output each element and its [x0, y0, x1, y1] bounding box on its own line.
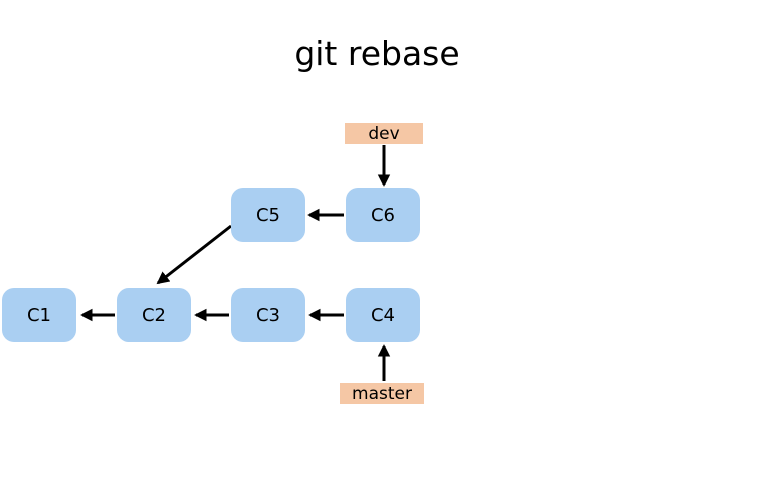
- branch-name: dev: [368, 123, 400, 144]
- commit-node-c2: C2: [117, 288, 191, 342]
- commit-label: C6: [370, 204, 396, 226]
- commit-label: C3: [255, 304, 281, 326]
- branch-label-master: master: [340, 383, 424, 404]
- commit-label: C5: [255, 204, 281, 226]
- arrow-c5-to-c2: [156, 224, 232, 285]
- commit-node-c3: C3: [231, 288, 305, 342]
- branch-label-dev: dev: [345, 123, 423, 144]
- commit-label: C1: [26, 304, 52, 326]
- branch-name: master: [352, 383, 412, 404]
- diagram-title: git rebase: [294, 34, 460, 73]
- commit-node-c4: C4: [346, 288, 420, 342]
- commit-node-c5: C5: [231, 188, 305, 242]
- commit-node-c1: C1: [2, 288, 76, 342]
- commit-label: C4: [370, 304, 396, 326]
- commit-node-c6: C6: [346, 188, 420, 242]
- commit-label: C2: [141, 304, 167, 326]
